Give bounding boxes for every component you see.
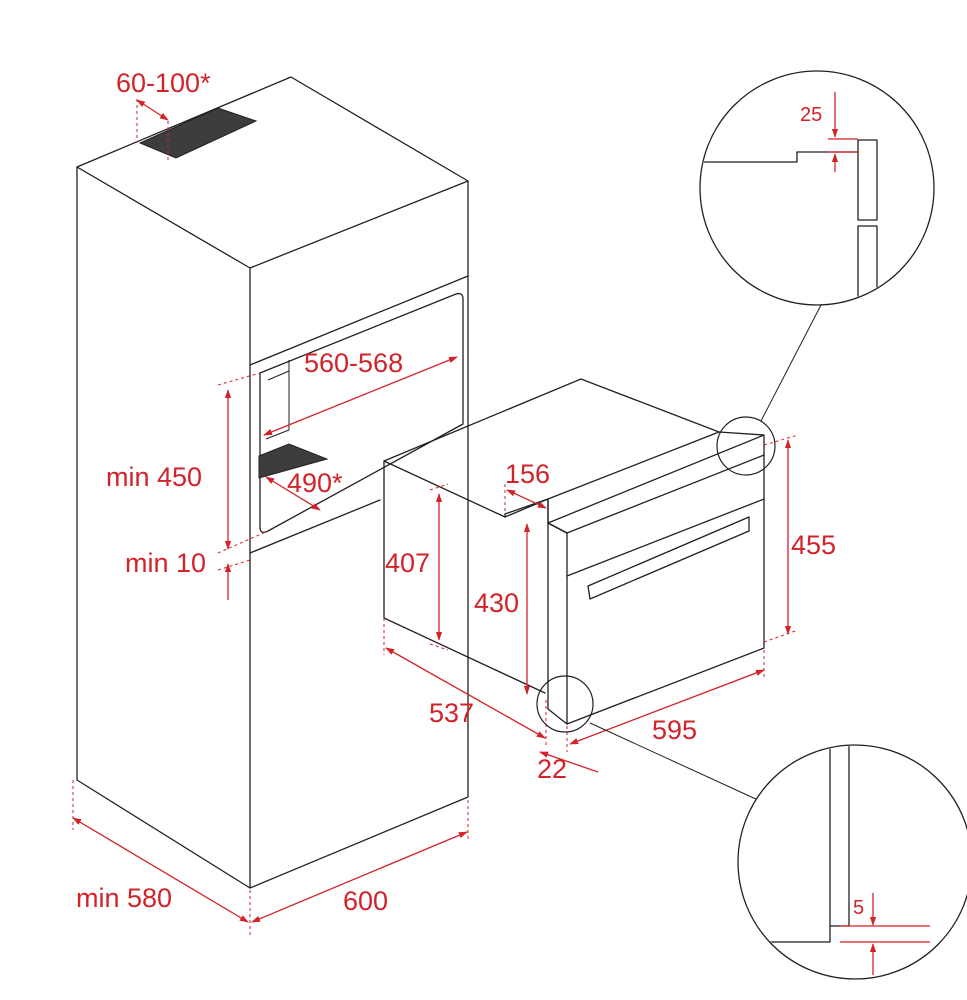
label-oven-body-height-front: 430 (474, 588, 519, 618)
label-top-vent-gap: 60-100* (116, 68, 211, 98)
callout-marker-top (716, 416, 776, 476)
dim-oven-depth (385, 647, 546, 739)
oven-door-top (566, 498, 765, 577)
detail-callout-top (699, 70, 935, 476)
detail-bottom-door (829, 746, 850, 927)
label-min-gap-below: min 10 (125, 548, 206, 578)
label-oven-depth: 537 (429, 698, 474, 728)
niche-inner-top (267, 370, 290, 381)
detail-top-door (857, 139, 878, 221)
detail-circle-top (699, 70, 935, 306)
dim-front-thickness (539, 751, 599, 773)
cabinet-top (76, 76, 469, 269)
label-oven-top-offset: 156 (505, 459, 550, 489)
cabinet-right-face (249, 180, 469, 889)
callout-marker-bottom (536, 675, 594, 733)
tall-cabinet (76, 76, 469, 889)
oven-handle (587, 516, 750, 600)
label-cabinet-width: 600 (343, 886, 388, 916)
label-oven-front-height: 455 (791, 530, 836, 560)
cabinet-shelf-edge (249, 499, 381, 554)
niche-vent-opening (258, 443, 329, 479)
ext-total-height-a (763, 434, 799, 446)
ext-total-height-b (763, 629, 799, 643)
ext-min-height-b (217, 530, 269, 554)
detail-top-door-lower (857, 225, 878, 304)
dim-niche-width (263, 356, 458, 436)
dimension-labels: 60-100* 560-568 min 450 490* min 10 min … (76, 68, 864, 919)
dim-oven-width (569, 669, 765, 745)
niche-inner-shelf (265, 429, 290, 440)
oven-front-bottom (547, 708, 568, 725)
dim-cabinet-depth (72, 817, 249, 923)
oven (383, 378, 765, 725)
label-front-thickness: 22 (537, 754, 567, 784)
ext-min-gap (217, 559, 251, 571)
niche-opening (259, 292, 464, 533)
label-min-height: min 450 (106, 462, 202, 492)
callout-leader-top (760, 304, 822, 422)
oven-body-notch (504, 498, 549, 524)
top-vent-opening (138, 107, 258, 159)
detail-circle-bottom (737, 744, 967, 980)
oven-top (383, 378, 720, 518)
ext-min-height-a (217, 372, 261, 386)
detail-callout-bottom (536, 675, 967, 980)
label-detail-top-gap: 25 (800, 104, 822, 126)
callout-leader-bottom (589, 722, 759, 801)
dim-cabinet-width (251, 831, 468, 923)
dim-top-vent (136, 99, 169, 121)
oven-front-top (547, 522, 568, 534)
niche-top-edge (249, 275, 469, 366)
label-oven-body-height: 407 (385, 548, 430, 578)
cabinet-left-face (76, 166, 251, 889)
label-niche-width: 560-568 (304, 348, 403, 378)
label-cabinet-depth: min 580 (76, 883, 172, 913)
dimension-lines (72, 99, 799, 935)
oven-control-strip (566, 454, 765, 534)
oven-top-right-edge (718, 431, 765, 436)
detail-top-cabinet-edge (701, 151, 859, 163)
label-detail-bottom-gap: 5 (853, 897, 864, 919)
label-vent-depth: 490* (287, 468, 343, 498)
dim-oven-top-offset (506, 489, 547, 509)
dim-vent-depth (265, 476, 321, 511)
label-oven-width: 595 (652, 715, 697, 745)
